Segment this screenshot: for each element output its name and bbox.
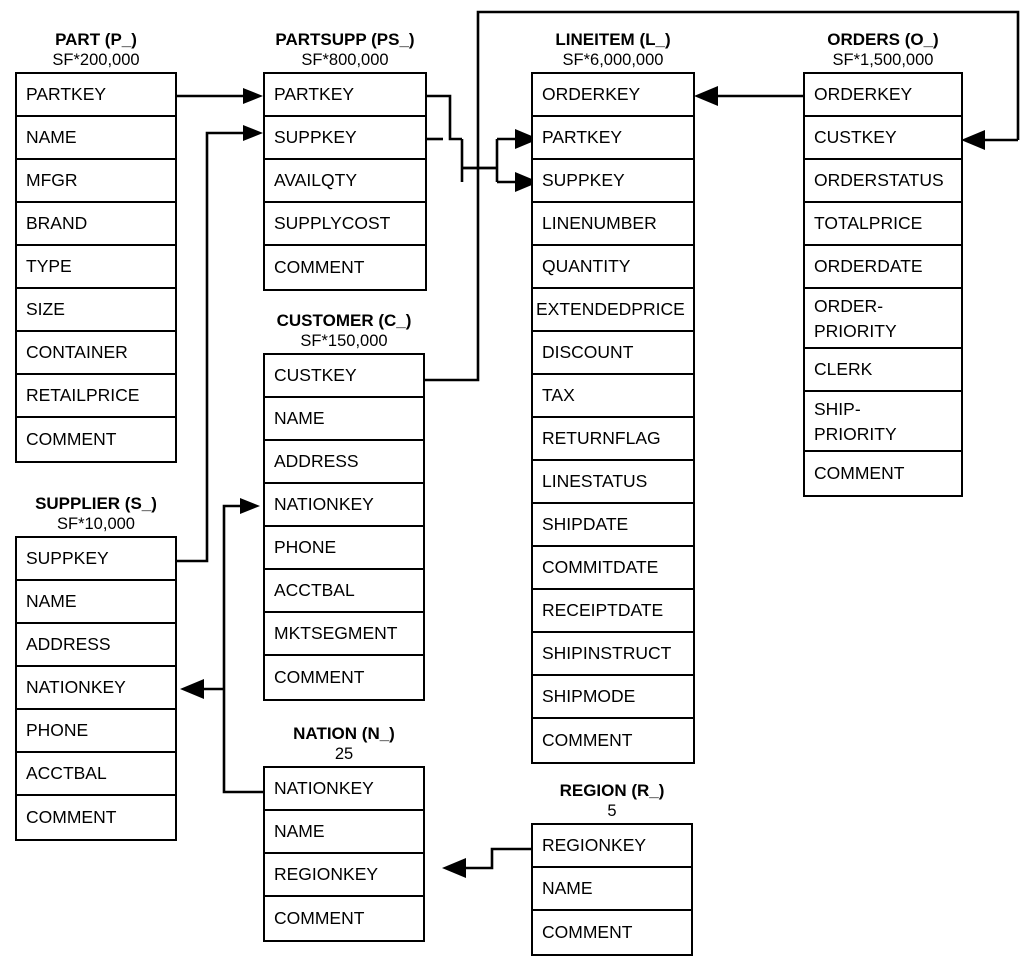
field-partsupp-partkey[interactable]: PARTKEY xyxy=(265,74,425,117)
field-part-brand[interactable]: BRAND xyxy=(17,203,175,246)
field-customer-comment[interactable]: COMMENT xyxy=(265,656,423,699)
entity-orders-cardinality: SF*1,500,000 xyxy=(832,51,934,69)
entity-part-fields: PARTKEY NAME MFGR BRAND TYPE SIZE CONTAI… xyxy=(15,72,177,463)
entity-lineitem: LINEITEM (L_) SF*6,000,000 ORDERKEY PART… xyxy=(531,30,695,764)
field-lineitem-suppkey[interactable]: SUPPKEY xyxy=(533,160,693,203)
connector-region-nation xyxy=(442,847,531,878)
entity-supplier-cardinality: SF*10,000 xyxy=(57,515,135,533)
field-customer-name[interactable]: NAME xyxy=(265,398,423,441)
entity-nation-title: NATION (N_) xyxy=(293,724,395,743)
entity-lineitem-fields: ORDERKEY PARTKEY SUPPKEY LINENUMBER QUAN… xyxy=(531,72,695,764)
field-orders-orderstatus[interactable]: ORDERSTATUS xyxy=(805,160,961,203)
field-region-regionkey[interactable]: REGIONKEY xyxy=(533,825,691,868)
field-nation-regionkey[interactable]: REGIONKEY xyxy=(265,854,423,897)
entity-part-cardinality: SF*200,000 xyxy=(52,51,140,69)
field-lineitem-extendedprice[interactable]: EXTENDEDPRICE xyxy=(533,289,693,332)
field-orders-orderkey[interactable]: ORDERKEY xyxy=(805,74,961,117)
entity-orders: ORDERS (O_) SF*1,500,000 ORDERKEY CUSTKE… xyxy=(803,30,963,497)
entity-partsupp-title: PARTSUPP (PS_) xyxy=(275,30,415,49)
field-partsupp-supplycost[interactable]: SUPPLYCOST xyxy=(265,203,425,246)
connector-nation-customer-supplier xyxy=(180,498,265,794)
field-customer-phone[interactable]: PHONE xyxy=(265,527,423,570)
connector-partsupp-lineitem xyxy=(427,94,539,192)
entity-lineitem-title: LINEITEM (L_) xyxy=(555,30,671,49)
field-part-container[interactable]: CONTAINER xyxy=(17,332,175,375)
field-lineitem-discount[interactable]: DISCOUNT xyxy=(533,332,693,375)
field-supplier-comment[interactable]: COMMENT xyxy=(17,796,175,839)
entity-lineitem-cardinality: SF*6,000,000 xyxy=(562,51,664,69)
field-nation-name[interactable]: NAME xyxy=(265,811,423,854)
field-orders-totalprice[interactable]: TOTALPRICE xyxy=(805,203,961,246)
field-orders-orderpriority[interactable]: ORDER-PRIORITY xyxy=(805,289,961,349)
field-part-size[interactable]: SIZE xyxy=(17,289,175,332)
field-supplier-name[interactable]: NAME xyxy=(17,581,175,624)
field-orders-clerk[interactable]: CLERK xyxy=(805,349,961,392)
entity-partsupp: PARTSUPP (PS_) SF*800,000 PARTKEY SUPPKE… xyxy=(263,30,427,291)
entity-customer-cardinality: SF*150,000 xyxy=(300,332,388,350)
entity-customer-title: CUSTOMER (C_) xyxy=(276,311,412,330)
field-nation-comment[interactable]: COMMENT xyxy=(265,897,423,940)
field-supplier-nationkey[interactable]: NATIONKEY xyxy=(17,667,175,710)
field-part-partkey[interactable]: PARTKEY xyxy=(17,74,175,117)
field-orders-shippriority[interactable]: SHIP-PRIORITY xyxy=(805,392,961,452)
entity-orders-title: ORDERS (O_) xyxy=(827,30,939,49)
entity-customer: CUSTOMER (C_) SF*150,000 CUSTKEY NAME AD… xyxy=(263,311,425,701)
field-lineitem-shipdate[interactable]: SHIPDATE xyxy=(533,504,693,547)
entity-part-title: PART (P_) xyxy=(55,30,137,49)
field-region-name[interactable]: NAME xyxy=(533,868,691,911)
field-lineitem-partkey[interactable]: PARTKEY xyxy=(533,117,693,160)
field-region-comment[interactable]: COMMENT xyxy=(533,911,691,954)
entity-nation: NATION (N_) 25 NATIONKEY NAME REGIONKEY … xyxy=(263,724,425,942)
field-part-comment[interactable]: COMMENT xyxy=(17,418,175,461)
entity-customer-fields: CUSTKEY NAME ADDRESS NATIONKEY PHONE ACC… xyxy=(263,353,425,701)
field-part-type[interactable]: TYPE xyxy=(17,246,175,289)
field-lineitem-comment[interactable]: COMMENT xyxy=(533,719,693,762)
field-supplier-suppkey[interactable]: SUPPKEY xyxy=(17,538,175,581)
field-nation-nationkey[interactable]: NATIONKEY xyxy=(265,768,423,811)
field-lineitem-orderkey[interactable]: ORDERKEY xyxy=(533,74,693,117)
entity-region-fields: REGIONKEY NAME COMMENT xyxy=(531,823,693,956)
connector-orders-lineitem xyxy=(694,86,803,106)
field-lineitem-tax[interactable]: TAX xyxy=(533,375,693,418)
field-part-retailprice[interactable]: RETAILPRICE xyxy=(17,375,175,418)
field-supplier-phone[interactable]: PHONE xyxy=(17,710,175,753)
field-lineitem-shipinstruct[interactable]: SHIPINSTRUCT xyxy=(533,633,693,676)
entity-supplier-fields: SUPPKEY NAME ADDRESS NATIONKEY PHONE ACC… xyxy=(15,536,177,841)
field-lineitem-receiptdate[interactable]: RECEIPTDATE xyxy=(533,590,693,633)
field-partsupp-availqty[interactable]: AVAILQTY xyxy=(265,160,425,203)
field-customer-acctbal[interactable]: ACCTBAL xyxy=(265,570,423,613)
field-customer-nationkey[interactable]: NATIONKEY xyxy=(265,484,423,527)
entity-partsupp-cardinality: SF*800,000 xyxy=(301,51,389,69)
field-lineitem-linenumber[interactable]: LINENUMBER xyxy=(533,203,693,246)
entity-region: REGION (R_) 5 REGIONKEY NAME COMMENT xyxy=(531,781,693,956)
connector-supplier-partsupp xyxy=(177,125,263,563)
field-orders-custkey[interactable]: CUSTKEY xyxy=(805,117,961,160)
field-customer-custkey[interactable]: CUSTKEY xyxy=(265,355,423,398)
connector-part-partsupp xyxy=(177,88,263,104)
field-part-mfgr[interactable]: MFGR xyxy=(17,160,175,203)
field-partsupp-suppkey[interactable]: SUPPKEY xyxy=(265,117,425,160)
entity-region-cardinality: 5 xyxy=(607,802,617,820)
entity-part: PART (P_) SF*200,000 PARTKEY NAME MFGR B… xyxy=(15,30,177,463)
entity-region-title: REGION (R_) xyxy=(559,781,665,800)
field-supplier-address[interactable]: ADDRESS xyxy=(17,624,175,667)
field-lineitem-quantity[interactable]: QUANTITY xyxy=(533,246,693,289)
field-lineitem-linestatus[interactable]: LINESTATUS xyxy=(533,461,693,504)
field-lineitem-shipmode[interactable]: SHIPMODE xyxy=(533,676,693,719)
field-part-name[interactable]: NAME xyxy=(17,117,175,160)
field-partsupp-comment[interactable]: COMMENT xyxy=(265,246,425,289)
entity-nation-fields: NATIONKEY NAME REGIONKEY COMMENT xyxy=(263,766,425,942)
field-customer-address[interactable]: ADDRESS xyxy=(265,441,423,484)
field-lineitem-returnflag[interactable]: RETURNFLAG xyxy=(533,418,693,461)
entity-orders-fields: ORDERKEY CUSTKEY ORDERSTATUS TOTALPRICE … xyxy=(803,72,963,497)
field-customer-mktsegment[interactable]: MKTSEGMENT xyxy=(265,613,423,656)
entity-partsupp-fields: PARTKEY SUPPKEY AVAILQTY SUPPLYCOST COMM… xyxy=(263,72,427,291)
entity-nation-cardinality: 25 xyxy=(334,745,354,763)
entity-supplier: SUPPLIER (S_) SF*10,000 SUPPKEY NAME ADD… xyxy=(15,494,177,841)
field-orders-comment[interactable]: COMMENT xyxy=(805,452,961,495)
entity-supplier-title: SUPPLIER (S_) xyxy=(35,494,157,513)
field-lineitem-commitdate[interactable]: COMMITDATE xyxy=(533,547,693,590)
field-supplier-acctbal[interactable]: ACCTBAL xyxy=(17,753,175,796)
field-orders-orderdate[interactable]: ORDERDATE xyxy=(805,246,961,289)
